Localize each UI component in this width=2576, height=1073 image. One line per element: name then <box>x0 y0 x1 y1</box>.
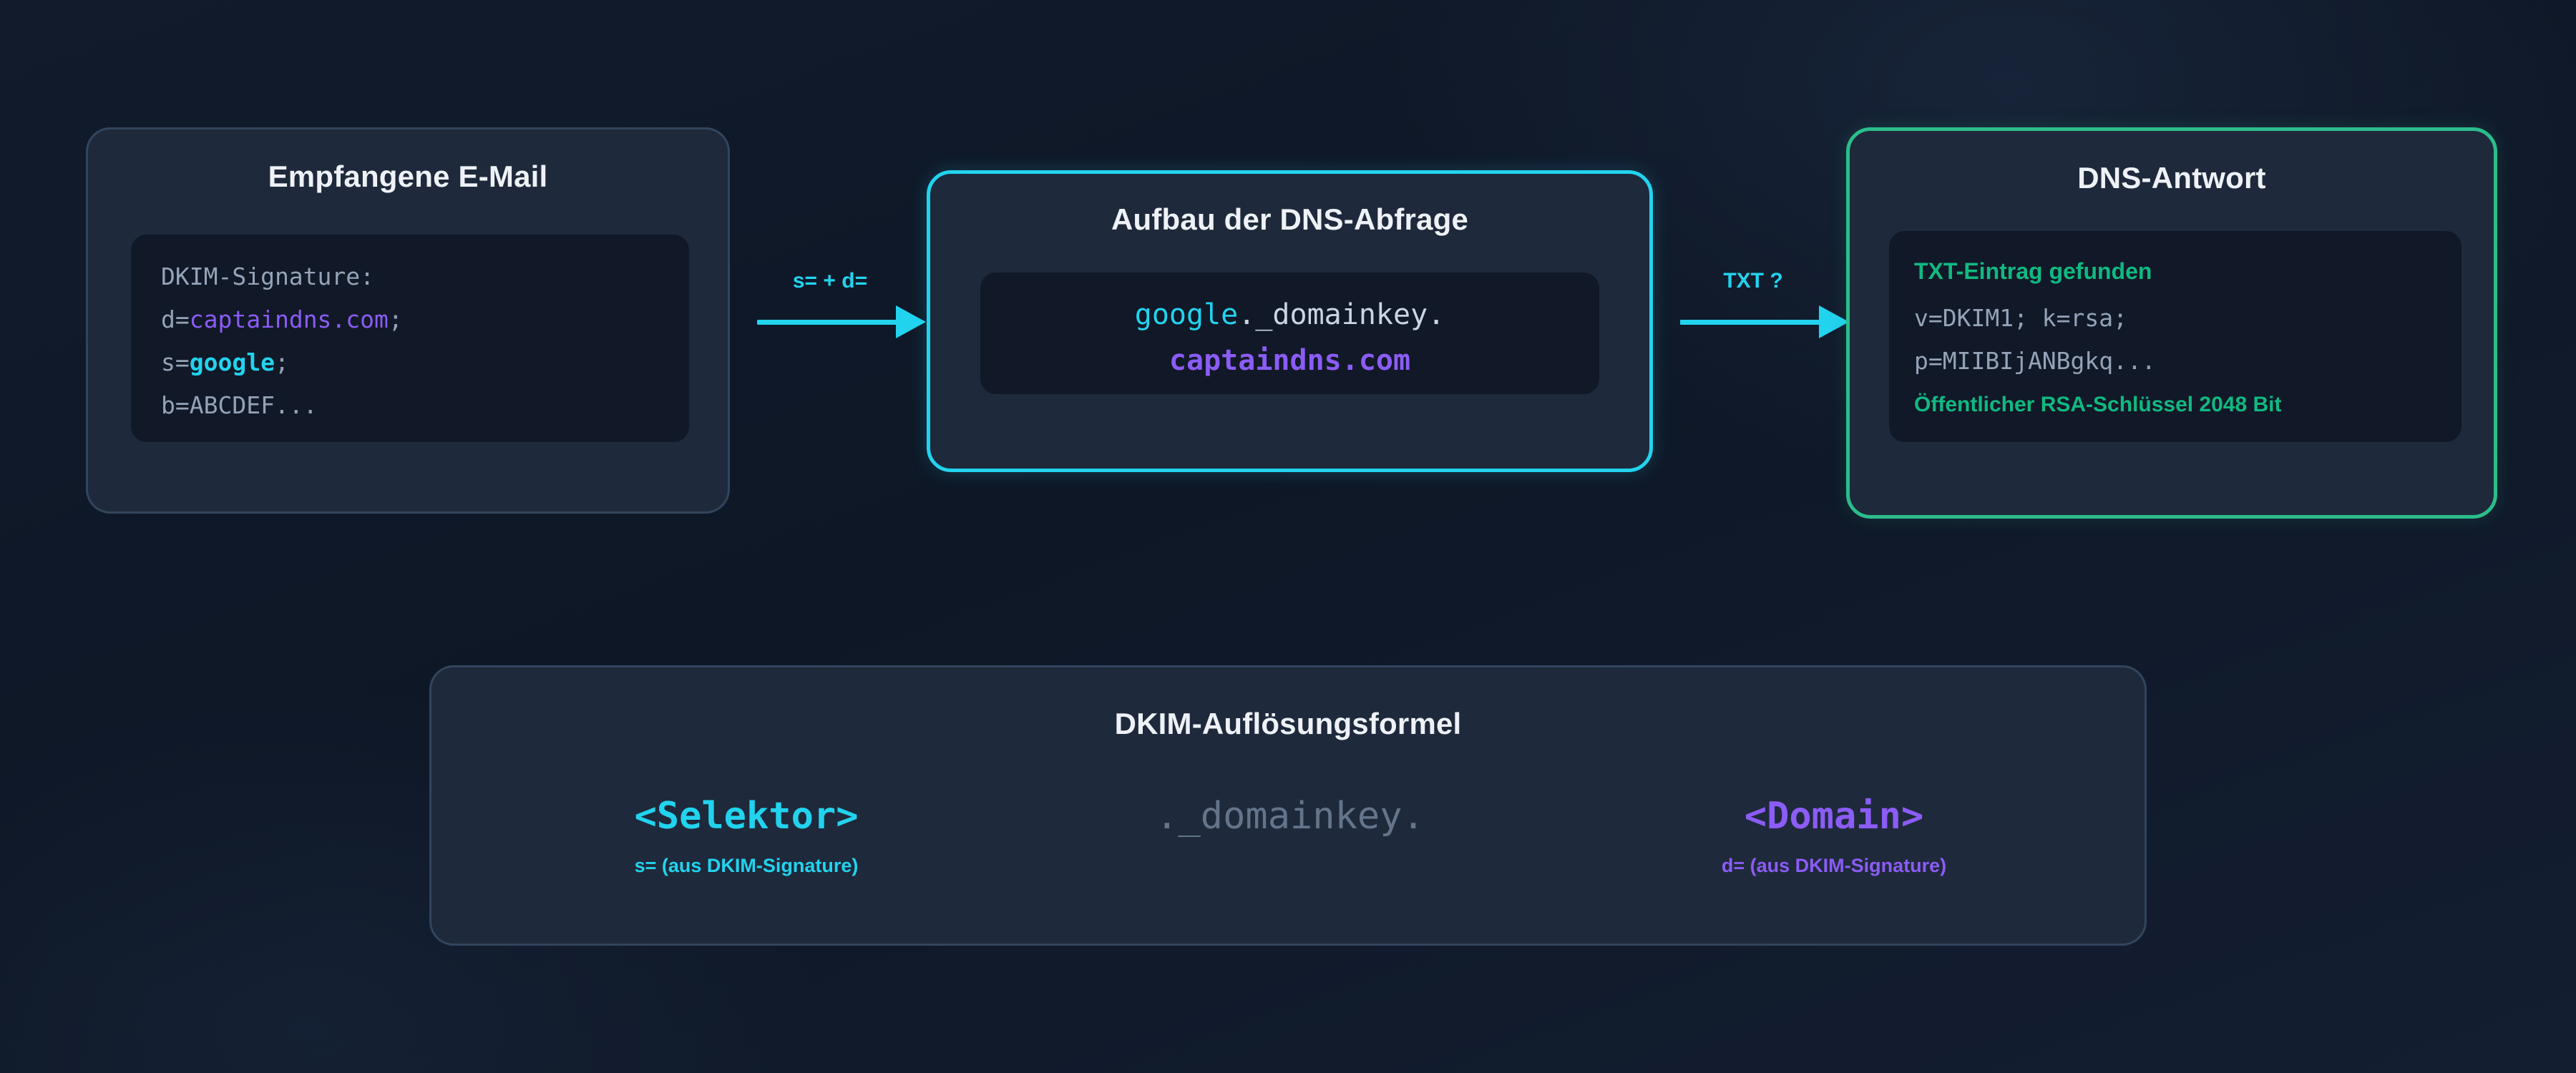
dkim-line-d: d=captaindns.com; <box>161 308 403 331</box>
query-card: Aufbau der DNS-Abfrage google._domainkey… <box>927 170 1653 472</box>
query-selector: google <box>1134 298 1239 331</box>
txt-record-found-label: TXT-Eintrag gefunden <box>1914 258 2152 284</box>
dkim-line-b-key: b= <box>161 391 190 419</box>
dkim-line-d-suffix: ; <box>388 305 403 333</box>
dkim-line-d-key: d= <box>161 305 190 333</box>
email-card: Empfangene E-Mail DKIM-Signature: d=capt… <box>86 127 730 514</box>
query-line-1: google._domainkey. <box>980 298 1599 331</box>
dkim-line-b-value: ABCDEF... <box>189 391 318 419</box>
query-domainkey: ._domainkey. <box>1238 298 1445 331</box>
formula-selector-sub: s= (aus DKIM-Signature) <box>634 855 859 876</box>
formula-domainkey-main: ._domainkey. <box>1156 795 1425 838</box>
answer-code-panel: TXT-Eintrag gefunden v=DKIM1; k=rsa; p=M… <box>1889 231 2462 442</box>
query-domain: captaindns.com <box>1169 344 1411 377</box>
email-card-title: Empfangene E-Mail <box>268 160 548 193</box>
txt-record-key-info: Öffentlicher RSA-Schlüssel 2048 Bit <box>1914 393 2282 416</box>
formula-selector-main: <Selektor> <box>634 795 859 838</box>
dkim-line-d-value: captaindns.com <box>189 305 389 333</box>
arrow-2-head <box>1819 305 1849 338</box>
formula-card-title: DKIM-Auflösungsformel <box>1114 707 1462 740</box>
arrow-1-label: s= + d= <box>792 269 868 293</box>
formula-card: DKIM-Auflösungsformel <Selektor> s= (aus… <box>429 665 2147 946</box>
dkim-line-s-value: google <box>189 348 275 376</box>
arrow-2-shaft <box>1680 320 1820 325</box>
dkim-line-b: b=ABCDEF... <box>161 393 318 417</box>
query-line-2: captaindns.com <box>980 344 1599 377</box>
dkim-signature-header: DKIM-Signature: <box>161 263 375 290</box>
dkim-line-s-suffix: ; <box>274 348 289 376</box>
arrow-2-label: TXT ? <box>1723 269 1783 293</box>
email-code-panel: DKIM-Signature: d=captaindns.com; s=goog… <box>131 235 689 442</box>
answer-card: DNS-Antwort TXT-Eintrag gefunden v=DKIM1… <box>1846 127 2497 519</box>
arrow-1-shaft <box>757 320 897 325</box>
txt-record-line-1: v=DKIM1; k=rsa; <box>1914 304 2128 332</box>
dkim-line-s: s=google; <box>161 351 289 374</box>
query-code-panel: google._domainkey. captaindns.com <box>980 273 1599 394</box>
formula-domain-main: <Domain> <box>1744 795 1924 838</box>
query-card-title: Aufbau der DNS-Abfrage <box>1111 202 1469 236</box>
answer-card-title: DNS-Antwort <box>2077 161 2266 195</box>
arrow-1-head <box>896 305 926 338</box>
txt-record-line-2: p=MIIBIjANBgkq... <box>1914 347 2156 375</box>
formula-part-selector: <Selektor> s= (aus DKIM-Signature) <box>496 795 997 877</box>
formula-domain-sub: d= (aus DKIM-Signature) <box>1721 855 1947 876</box>
formula-part-domainkey: ._domainkey. <box>1040 795 1541 838</box>
formula-part-domain: <Domain> d= (aus DKIM-Signature) <box>1584 795 2084 877</box>
dkim-line-s-key: s= <box>161 348 190 376</box>
